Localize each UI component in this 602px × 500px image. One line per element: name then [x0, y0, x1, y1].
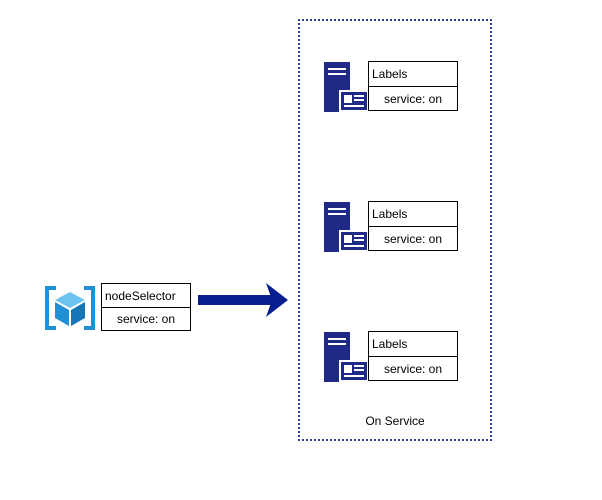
- labels-title: Labels: [369, 202, 457, 227]
- labels-value: service: on: [384, 92, 443, 106]
- server-icon: [323, 332, 369, 382]
- node-labels-card: Labels service: on: [368, 201, 458, 251]
- on-service-group: [298, 19, 492, 441]
- labels-title: Labels: [369, 62, 457, 87]
- server-icon: [323, 62, 369, 112]
- server-icon: [323, 202, 369, 252]
- arrow-connector: [198, 283, 290, 317]
- labels-value: service: on: [384, 232, 443, 246]
- labels-value: service: on: [384, 362, 443, 376]
- node-selector-title: nodeSelector: [102, 284, 190, 308]
- node-selector-card: nodeSelector service: on: [101, 283, 191, 331]
- cube-icon: [44, 286, 96, 330]
- labels-title: Labels: [369, 332, 457, 357]
- node-labels-card: Labels service: on: [368, 61, 458, 111]
- node-labels-card: Labels service: on: [368, 331, 458, 381]
- node-selector-value: service: on: [117, 312, 176, 326]
- group-label: On Service: [365, 414, 425, 428]
